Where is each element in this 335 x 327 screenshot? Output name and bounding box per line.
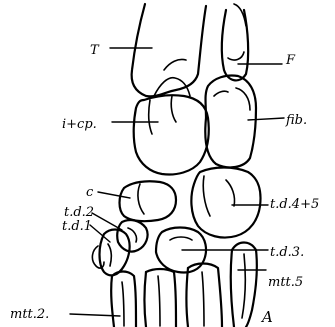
accessory-ossicle [92, 246, 104, 268]
panel-letter: A [260, 308, 273, 326]
label-td45: t.d.4+5 [270, 197, 319, 212]
centrale-leader [98, 192, 130, 198]
fibula-bone [222, 4, 248, 80]
centrale-bone [120, 181, 177, 221]
label-td2: t.d.2 [64, 205, 94, 220]
intermedium-centrale-bone [134, 95, 209, 174]
label-tibia: T [90, 43, 100, 58]
label-fibulare: fib. [285, 113, 307, 128]
label-centrale: c [86, 185, 94, 200]
td2-leader [92, 213, 122, 230]
label-intermedium-centrale: i+cp. [62, 117, 97, 132]
tarsale-distale-2-bone [117, 220, 147, 252]
label-td3: t.d.3. [270, 245, 304, 260]
td1-leader [90, 225, 110, 242]
label-td1: t.d.1 [62, 219, 92, 234]
tibia-bone [132, 4, 206, 96]
metatarsal-4-bone [187, 264, 223, 327]
tarsale-distale-4-5-bone [191, 168, 260, 238]
metatarsal-2-bone [111, 272, 136, 327]
labels: T F fib. i+cp. c t.d.2 t.d.1 t.d.4+5 t.d… [10, 43, 319, 326]
label-fibula: F [285, 53, 296, 68]
label-mtt5: mtt.5 [268, 275, 303, 290]
fibulare-leader [248, 118, 284, 120]
fibulare-bone [205, 75, 256, 167]
metatarsal-5-bone [231, 243, 257, 327]
metatarsal-3-bone [145, 269, 177, 327]
label-mtt2: mtt.2. [10, 307, 49, 322]
